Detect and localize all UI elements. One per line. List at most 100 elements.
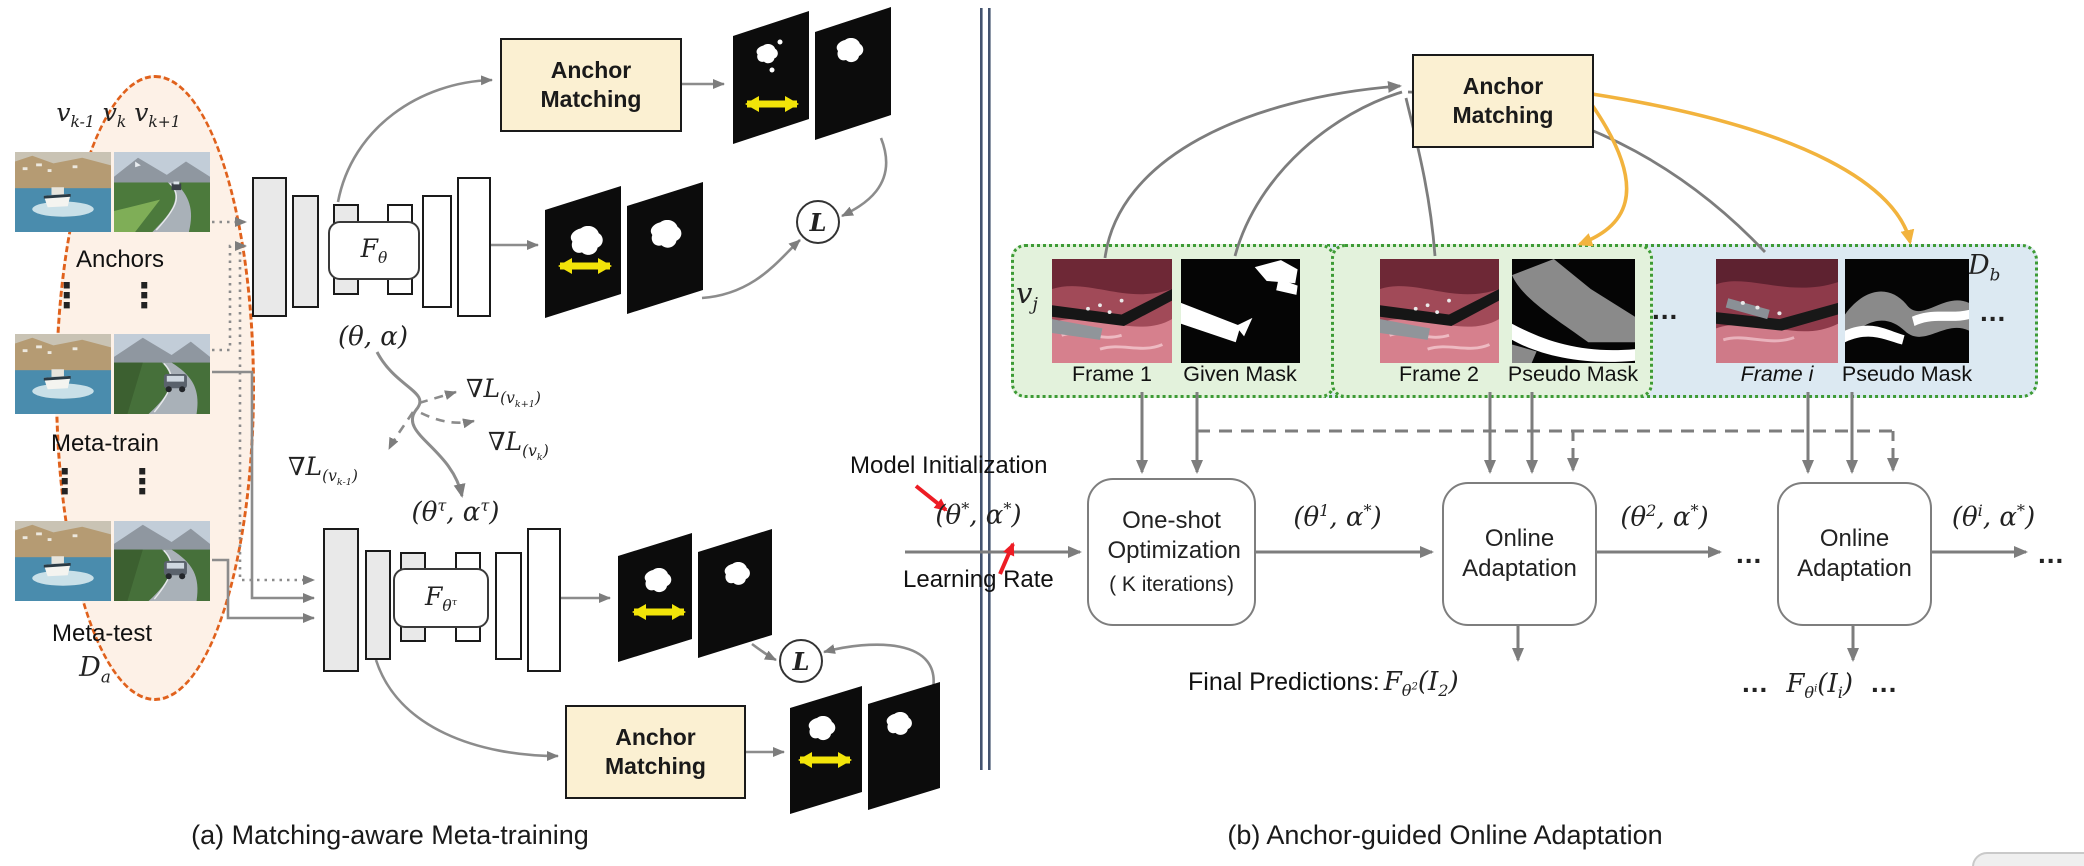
- pseudo-mask2-image: [1845, 259, 1969, 363]
- mask-pair-c: [618, 529, 772, 662]
- model-initialization-label: Model Initialization: [850, 452, 1048, 479]
- arrow-frame2-to-anchor-matching: [1404, 97, 1437, 257]
- vdots: ⋮: [49, 276, 84, 316]
- prediction-ellipsis: ...: [1742, 667, 1769, 698]
- chain-ellipsis: ...: [1736, 538, 1763, 569]
- pseudo-mask1-label: Pseudo Mask: [1507, 362, 1639, 386]
- k-iterations-label: ( K iterations): [1109, 572, 1234, 596]
- decoder-layer-bar: [422, 195, 452, 308]
- arrow-frame1-to-anchor-matching: [1103, 80, 1402, 259]
- encoder-layer-bar: [323, 528, 359, 672]
- arrow-grad-vk1: [418, 390, 457, 405]
- one-shot-optimization-label: One-shot Optimization: [1107, 506, 1241, 564]
- arrow-grad-vkm1: [387, 411, 415, 450]
- video-id-labels: vk-1 vk vk+1: [56, 98, 181, 131]
- grad-loss-vkm1: ∇L(vk-1): [288, 452, 358, 489]
- frame1-image: [1052, 259, 1172, 363]
- arrow-anchors-to-encoder2: [238, 252, 315, 585]
- one-shot-optimization-box: One-shot Optimization ( K iterations): [1087, 478, 1256, 626]
- red-arrow-learning-rate: [998, 542, 1015, 575]
- red-arrow-model-initialization: [914, 484, 948, 512]
- pseudo-mask1-image: [1512, 259, 1635, 363]
- vertical-dots-row-1: ⋮ ⋮: [28, 276, 183, 316]
- frame2-image: [1380, 259, 1499, 363]
- encoder-layer-bar: [365, 550, 391, 660]
- grad-loss-vk: ∇L(vk): [488, 427, 549, 464]
- arrow-anchor-matching-to-pseudomask1: [1577, 100, 1629, 247]
- params-i: (θi, α*): [1951, 501, 2036, 533]
- arrow-encoder1-to-anchor-matching1: [336, 75, 493, 203]
- anchor-matching-label: Anchor Matching: [1452, 73, 1554, 128]
- arrow-params-to-task-params: [375, 351, 466, 498]
- metatrain-image-boat: [15, 334, 111, 414]
- anchor-matching-label: Anchor Matching: [540, 57, 642, 112]
- params-1: (θ1, α*): [1293, 501, 1382, 533]
- arrow-maskpairC-to-loss2: [751, 642, 777, 662]
- caption-part-b: (b) Anchor-guided Online Adaptation: [1227, 820, 1663, 850]
- frame1-label: Frame 1: [1071, 362, 1153, 386]
- mask-pair-b: [545, 182, 703, 318]
- final-predictions-row-2: ... Fθi(Ii) ...: [1742, 667, 1897, 702]
- frames-ellipsis: ...: [1980, 296, 2007, 327]
- vertical-dots-row-2: ⋮ ⋮: [26, 462, 181, 502]
- metatest-image-road: [114, 521, 210, 601]
- anchor-image-road: [114, 152, 210, 232]
- encoder-layer-bar: [252, 177, 287, 317]
- arrow-metatrain-to-encoder2: [212, 370, 315, 603]
- dataset-b-symbol: Db: [1968, 250, 2001, 285]
- learning-rate-label: Learning Rate: [903, 566, 1054, 593]
- anchor-matching-label: Anchor Matching: [605, 724, 706, 779]
- mask-pair-d: [790, 682, 940, 814]
- given-mask-image: [1181, 259, 1300, 363]
- prediction-ellipsis: ...: [1871, 667, 1898, 698]
- anchors-label: Anchors: [75, 246, 165, 273]
- mask-pair-a: [733, 7, 891, 144]
- video-j-symbol: vj: [1016, 276, 1038, 315]
- online-adaptation-box-2: Online Adaptation: [1777, 482, 1932, 626]
- arrow-maskpairB-to-loss1: [701, 239, 801, 300]
- network-function-box-2: Fθτ: [393, 568, 489, 628]
- given-mask-label: Given Mask: [1183, 362, 1297, 386]
- frames-ellipsis: ...: [1652, 294, 1679, 325]
- arrow-metatrain-to-encoder1: [212, 241, 247, 352]
- final-prediction-f2: Fθ2(I2): [1383, 667, 1459, 701]
- metatest-image-boat: [15, 521, 111, 601]
- arrow-maskpairA-to-loss1: [841, 137, 888, 218]
- arrow-maskpairD-to-loss2: [823, 643, 935, 695]
- framei-image: [1716, 259, 1838, 363]
- caption-part-a: (a) Matching-aware Meta-training: [191, 820, 589, 850]
- arrow-anchor-matching-to-pseudomask2: [1591, 92, 1915, 245]
- online-adaptation-label: Online Adaptation: [1797, 525, 1912, 582]
- decoder-layer-bar: [457, 177, 491, 317]
- anchor-matching-box-3: Anchor Matching: [1412, 54, 1594, 148]
- params-theta-alpha: (θ, α): [337, 322, 409, 352]
- loss-symbol: L: [809, 207, 827, 237]
- grad-loss-vk1: ∇L(vk+1): [466, 374, 541, 411]
- arrow-metatest-to-encoder2: [212, 558, 315, 623]
- framei-label: Frame i: [1740, 362, 1814, 386]
- anchor-matching-box-1: Anchor Matching: [500, 38, 682, 132]
- final-predictions-row-1: Final Predictions: Fθ2(I2): [1188, 667, 1459, 700]
- final-prediction-fi: Fθi(Ii): [1786, 669, 1854, 703]
- network-function-box-1: Fθ: [328, 221, 420, 280]
- online-adaptation-label: Online Adaptation: [1462, 525, 1577, 582]
- online-adaptation-box-1: Online Adaptation: [1442, 482, 1597, 626]
- vdots: ⋮: [125, 462, 160, 502]
- loss-symbol: L: [792, 646, 810, 676]
- decoder-layer-bar: [495, 552, 522, 660]
- pseudo-mask2-label: Pseudo Mask: [1841, 362, 1973, 386]
- arrow-encoder2-to-anchor-matching2: [374, 659, 559, 761]
- arrow-givenmask-to-anchor-matching: [1233, 90, 1403, 257]
- dataset-a-symbol: Da: [79, 652, 111, 687]
- chain-ellipsis: ...: [2038, 538, 2065, 569]
- arrow-grad-vk: [420, 411, 475, 429]
- vdots: ⋮: [127, 276, 162, 316]
- params-theta-tau: (θτ, ατ): [411, 496, 500, 528]
- section-divider: [980, 8, 991, 770]
- loss-circle-2: L: [779, 639, 823, 683]
- loss-circle-1: L: [796, 200, 840, 244]
- anchor-image-boat: [15, 152, 111, 232]
- decoder-layer-bar: [527, 528, 561, 672]
